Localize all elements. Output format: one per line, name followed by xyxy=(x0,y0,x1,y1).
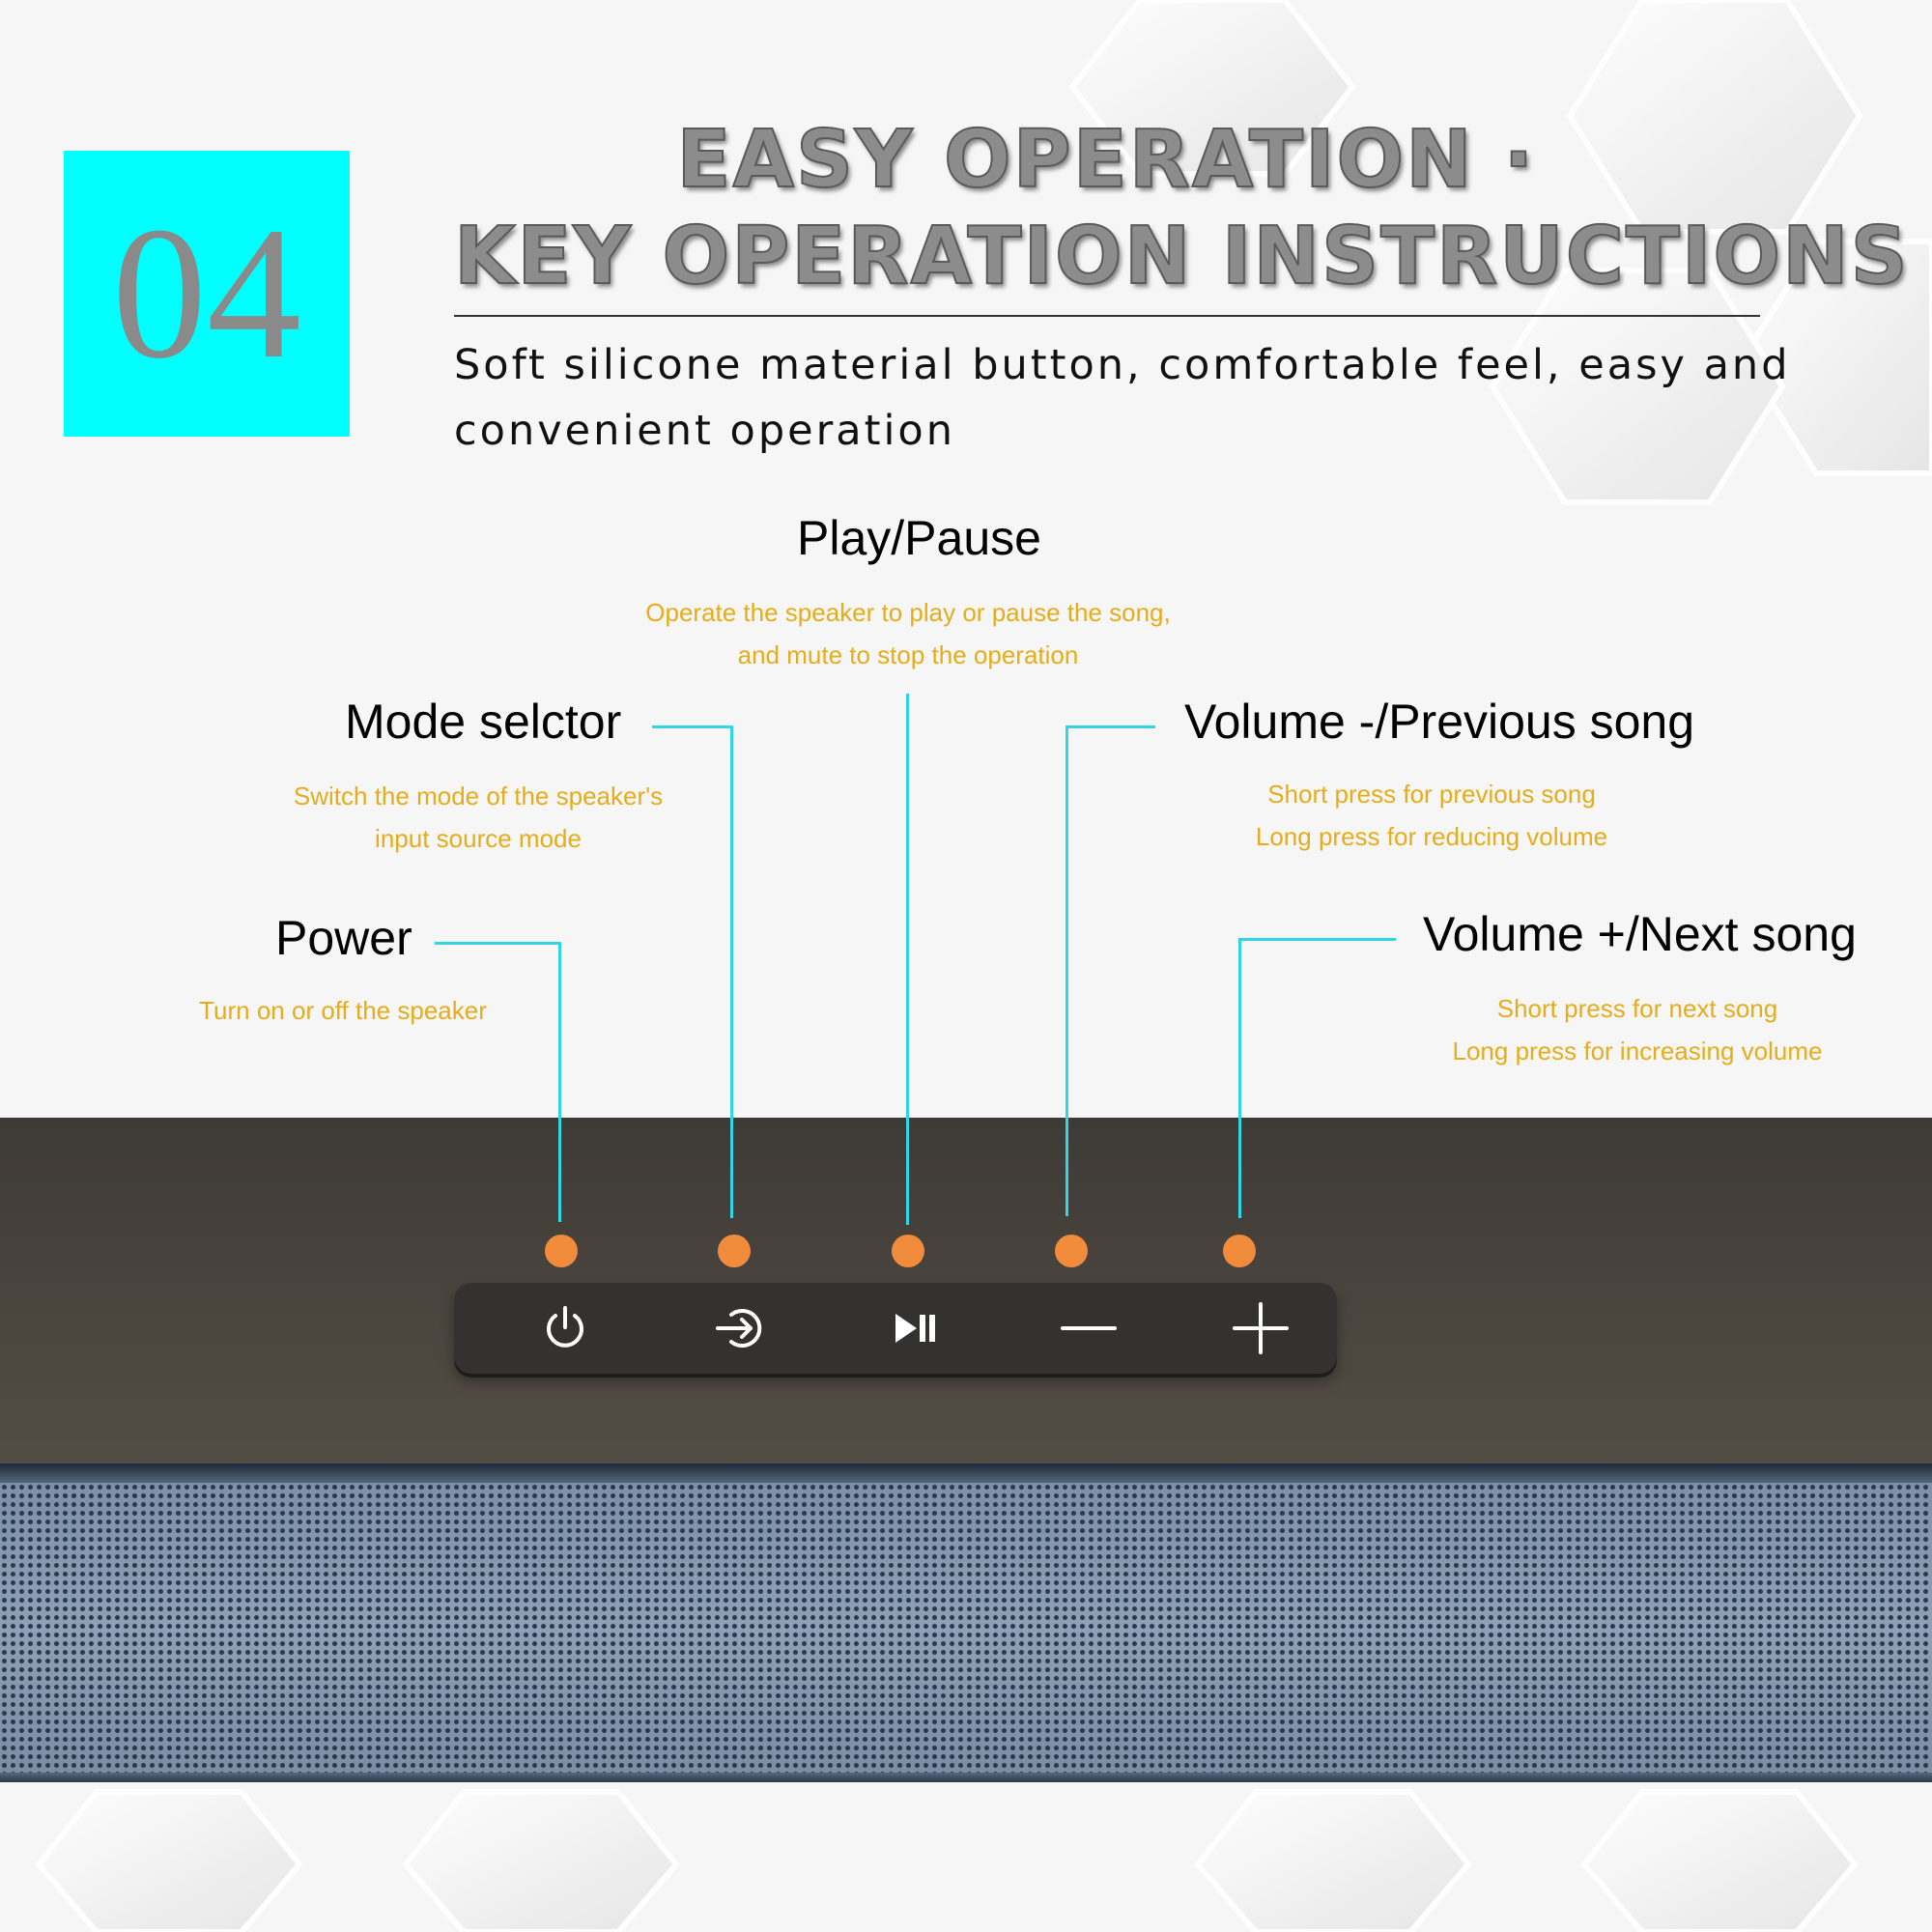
section-number-badge: 04 xyxy=(64,151,350,437)
volume-down-callout-connector xyxy=(1065,725,1068,1216)
volume-up-button[interactable] xyxy=(1174,1283,1348,1374)
power-callout-line xyxy=(435,942,560,945)
play-pause-label: Play/Pause xyxy=(797,511,1041,565)
power-icon xyxy=(547,1306,583,1348)
mode-callout-line xyxy=(652,725,733,728)
volume-down-callout-line xyxy=(1065,725,1155,728)
play-pause-description: Operate the speaker to play or pause the… xyxy=(645,598,1171,669)
volume-up-description: Short press for next song Long press for… xyxy=(1452,994,1823,1065)
power-description: Turn on or off the speaker xyxy=(199,996,487,1025)
page-subtitle: Soft silicone material button, comfortab… xyxy=(454,341,1791,455)
page-title-line1: EASY OPERATION · xyxy=(676,113,1536,207)
play-pause-button[interactable] xyxy=(828,1283,1002,1374)
minus-icon xyxy=(1061,1326,1117,1330)
button-panel xyxy=(454,1283,1337,1374)
volume-up-label: Volume +/Next song xyxy=(1423,907,1857,961)
power-label: Power xyxy=(275,911,412,965)
volume-down-label: Volume -/Previous song xyxy=(1184,695,1695,749)
play-pause-icon xyxy=(895,1314,935,1343)
speaker-grille-edge xyxy=(0,1463,1932,1483)
power-callout-connector xyxy=(558,942,561,1222)
mode-selector-description: Switch the mode of the speaker's input s… xyxy=(293,781,664,853)
title-divider xyxy=(454,315,1760,317)
play-pause-callout-connector xyxy=(906,694,909,1225)
mode-callout-connector xyxy=(730,725,733,1218)
play-pause-indicator-dot xyxy=(892,1235,924,1267)
mode-indicator-dot xyxy=(718,1235,751,1267)
plus-icon xyxy=(1233,1302,1289,1354)
volume-down-indicator-dot xyxy=(1055,1235,1088,1267)
input-source-icon xyxy=(716,1309,762,1348)
power-button[interactable] xyxy=(478,1283,652,1374)
speaker-grille xyxy=(0,1483,1932,1773)
volume-up-indicator-dot xyxy=(1223,1235,1256,1267)
volume-down-button[interactable] xyxy=(1002,1283,1176,1374)
volume-up-callout-connector xyxy=(1238,938,1241,1218)
volume-up-callout-line xyxy=(1238,938,1396,941)
mode-button[interactable] xyxy=(654,1283,828,1374)
mode-selector-label: Mode selctor xyxy=(345,695,622,749)
section-number: 04 xyxy=(112,188,301,398)
speaker-grille-bottom-edge xyxy=(0,1773,1932,1782)
page-title-line2: KEY OPERATION INSTRUCTIONS xyxy=(453,210,1910,303)
power-indicator-dot xyxy=(545,1235,578,1267)
volume-down-description: Short press for previous song Long press… xyxy=(1255,780,1608,851)
